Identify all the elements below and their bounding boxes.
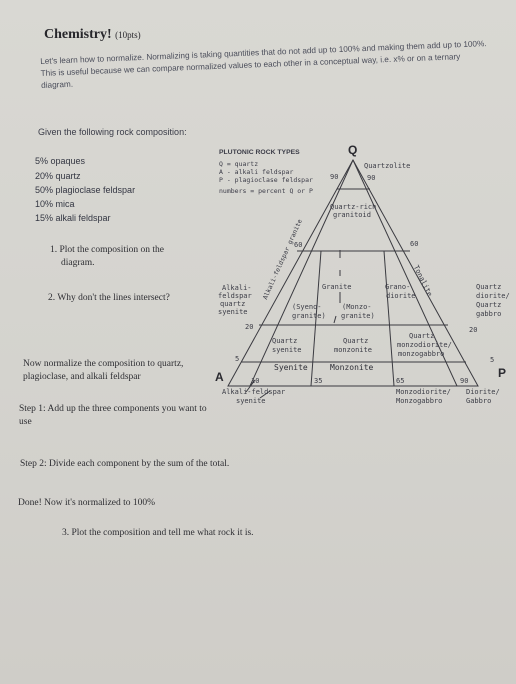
step-2: Step 2: Divide each component by the sum… [20,459,230,469]
field-quartz-gabbro: Quartz [476,301,502,309]
field-quartz-gabbro: gabbro [476,310,502,318]
field-syenogranite: (Syeno- [292,303,322,311]
field-alkali-quartz-syenite: quartz [220,300,246,308]
number-60-right: 60 [410,240,419,248]
question-3: 3. Plot the composition and tell me what… [62,528,254,538]
field-quartz-syenite: Quartz [272,337,298,345]
question-1-line-2: diagram. [61,258,95,268]
field-alkali-quartz-syenite: feldspar [218,292,252,300]
pointer-alkali-syenite-2 [259,390,271,399]
number-35: 35 [314,377,323,385]
field-quartzolite: Quartzolite [364,162,411,170]
field-syenogranite: granite) [292,312,326,320]
number-20-right: 20 [469,326,478,334]
composition-item: 15% alkali feldspar [35,213,111,223]
question-1-line-1: 1. Plot the composition on the [50,245,164,255]
field-quartz-diorite: diorite/ [476,292,510,300]
vertex-q-label: Q [348,143,358,157]
page-title: Chemistry! (10pts) [44,27,141,43]
done-note: Done! Now it's normalized to 100% [18,498,156,508]
field-quartz-rich-granitoid: granitoid [333,211,371,219]
question-1: 1. Plot the composition on the diagram. [50,244,215,270]
composition-item: 10% mica [35,199,75,209]
divider-35 [310,250,322,387]
field-quartz-monzonite: monzonite [334,346,372,354]
question-2: 2. Why don't the lines intersect? [48,293,170,303]
number-10: 10 [251,377,260,385]
field-quartz-monzodiorite: Quartz [409,332,435,340]
divider-10 [249,159,354,387]
title-text: Chemistry! [44,27,112,42]
step-1: Step 1: Add up the three components you … [19,404,207,427]
composition-item: 50% plagioclase feldspar [35,185,136,195]
number-90-right: 90 [367,174,376,182]
diagram-outline [227,158,479,387]
field-alkali-quartz-syenite: Alkali- [222,284,252,292]
number-5-right: 5 [490,356,495,364]
field-alkali-feldspar-syenite: syenite [236,397,266,405]
field-monzodiorite: Monzodiorite/ [396,388,451,396]
field-syenite: Syenite [274,363,308,372]
field-granite: Granite [322,283,352,291]
field-monzogabbro: Monzogabbro [396,397,443,405]
field-monzogranite: granite) [341,312,375,320]
points-label: (10pts) [115,30,141,40]
field-quartz-diorite: Quartz [476,283,502,291]
field-quartz-syenite: syenite [272,346,302,354]
legend-title: PLUTONIC ROCK TYPES [219,149,300,156]
divider-65 [383,250,395,387]
divider-90 [352,159,458,387]
field-quartz-rich: Quartz-rich [330,203,377,211]
field-monzogranite: (Monzo- [342,303,372,311]
number-60-left: 60 [294,241,303,249]
legend-item: A - alkali feldspar [219,168,294,176]
field-diorite: Diorite/ [466,388,500,396]
field-alkali-quartz-syenite: syenite [218,308,248,316]
composition-item: 20% quartz [35,171,81,181]
normalize-instruction: Now normalize the composition to quartz,… [23,359,184,382]
field-monzonite: Monzonite [330,363,374,372]
number-90: 90 [330,173,339,181]
legend-item: P - plagioclase feldspar [219,176,313,184]
composition-item: 5% opaques [35,156,86,166]
number-20-left: 20 [245,323,254,331]
field-granodiorite: Grano- [385,283,411,291]
field-quartz-monzonite: Quartz [343,337,369,345]
number-65: 65 [396,377,405,385]
field-alkali-feldspar-syenite: Alkali-feldspar [222,388,286,396]
number-5-left: 5 [235,355,240,363]
legend-item: numbers = percent Q or P [219,187,313,195]
field-gabbro: Gabbro [466,397,492,405]
pointer-alkali-syenite [245,379,256,393]
field-granodiorite: diorite [386,292,416,300]
given-label: Given the following rock composition: [38,127,187,137]
tick-granite-4 [333,315,337,324]
number-90-bottom: 90 [460,377,469,385]
field-quartz-monzodiorite: monzodiorite/ [397,341,452,349]
legend-item: Q = quartz [219,160,259,168]
field-quartz-monzodiorite: monzogabbro [398,350,445,358]
vertex-a-label: A [215,370,224,384]
vertex-p-label: P [498,366,507,380]
